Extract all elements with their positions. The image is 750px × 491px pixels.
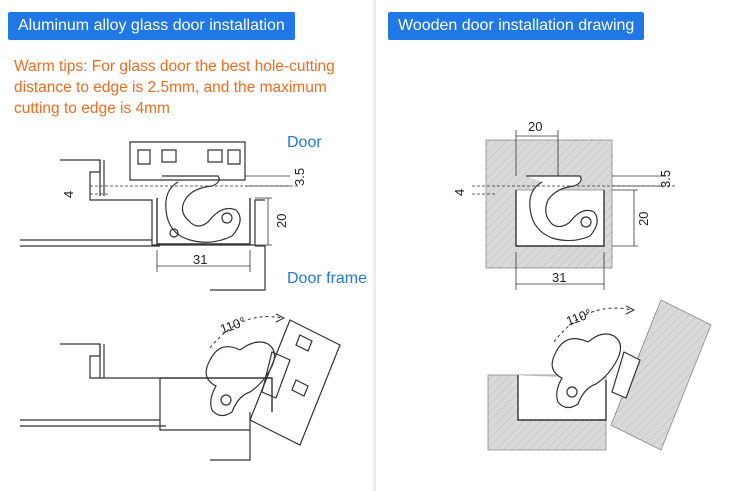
dim-31: 31: [193, 252, 207, 267]
dim-right-4: 4: [452, 189, 467, 196]
frame-profile-top: [60, 159, 265, 246]
aluminum-panel: Aluminum alloy glass door installation W…: [0, 0, 373, 491]
wooden-panel: Wooden door installation drawing: [376, 0, 750, 491]
dim-20: 20: [274, 214, 289, 228]
door-profile-top: [129, 141, 246, 181]
frame-profile-bottom: [60, 343, 251, 431]
dim-right-31: 31: [552, 270, 566, 285]
dim-right-3-5: 3.5: [658, 170, 673, 188]
dim-3-5: 3.5: [292, 168, 307, 186]
hinge-cup-top: [156, 198, 251, 245]
hinge-arm-right-bottom: [551, 333, 622, 409]
hinge-arm-right-top: [526, 175, 598, 242]
hinge-cup-bottom: [160, 377, 273, 412]
wooden-title-tab: Wooden door installation drawing: [388, 12, 645, 40]
hinge-arm-top: [162, 175, 241, 243]
door-label: Door: [287, 134, 322, 151]
aluminum-title-tab: Aluminum alloy glass door installation: [8, 12, 295, 40]
wood-block-top: [485, 139, 613, 269]
hinge-cup-right-top: [515, 190, 605, 247]
wooden-diagram: 20 4 3.5 20 31 110°: [452, 119, 712, 451]
aluminum-diagram: 4 3.5 20 31 110°: [20, 141, 341, 461]
angle-110: 110°: [218, 314, 248, 337]
door-frame-label: Door frame: [287, 270, 368, 287]
hinge-arm-bottom: [205, 341, 276, 417]
panel-divider: [373, 0, 376, 491]
dim-right-20-top: 20: [528, 119, 542, 134]
warm-tips-text: Warm tips: For glass door the best hole-…: [14, 58, 335, 117]
dim-right-20: 20: [636, 212, 651, 226]
angle-right-110: 110°: [564, 306, 594, 329]
dim-4: 4: [61, 191, 76, 198]
